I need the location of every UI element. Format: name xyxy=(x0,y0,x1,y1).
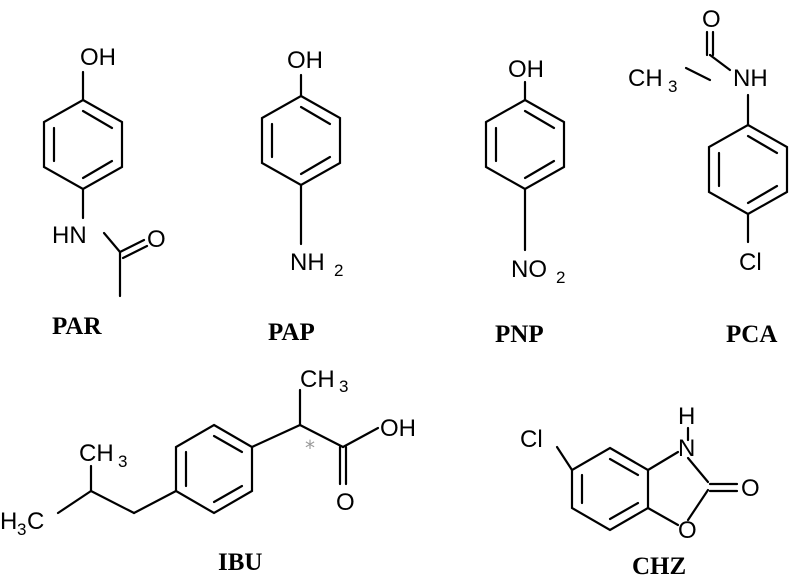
chz-n-label: N xyxy=(678,435,695,462)
pnp-no-label: NO xyxy=(511,256,547,283)
ibu-h3c-c-label: C xyxy=(27,508,44,535)
ibu-sub-left-label: 3 xyxy=(118,452,127,471)
pap-sub-label: 2 xyxy=(334,261,343,280)
molecule-pap: OH NH 2 PAP xyxy=(260,47,343,346)
ibu-o-label: O xyxy=(336,489,355,516)
pnp-oh-label: OH xyxy=(508,56,544,83)
pca-ch-label: CH xyxy=(628,65,663,92)
chz-o-label: O xyxy=(741,475,760,502)
pap-oh-label: OH xyxy=(287,47,323,74)
par-bonds xyxy=(42,70,149,298)
ibu-ch-top-label: CH xyxy=(300,366,335,393)
chz-name: CHZ xyxy=(632,553,686,580)
pnp-name: PNP xyxy=(495,321,544,348)
pca-o-label: O xyxy=(702,6,721,33)
molecule-par: OH HN O PAR xyxy=(42,44,166,340)
pap-bonds xyxy=(260,73,342,246)
chz-bonds xyxy=(555,426,739,532)
pca-cl-label: Cl xyxy=(739,249,762,276)
pca-nh-label: NH xyxy=(733,65,768,92)
chz-o-ring-label: O xyxy=(678,517,697,544)
par-name: PAR xyxy=(52,313,102,340)
pca-bonds xyxy=(684,30,789,244)
molecule-chz: Cl H N O O CHZ xyxy=(520,403,760,580)
molecule-pnp: OH NO 2 PNP xyxy=(484,56,566,348)
pnp-sub-label: 2 xyxy=(556,268,565,287)
pap-nh-label: NH xyxy=(290,249,325,276)
chz-cl-label: Cl xyxy=(520,426,543,453)
pca-sub-label: 3 xyxy=(668,77,677,96)
ibu-bonds xyxy=(56,388,380,515)
molecule-ibu: CH 3 OH O CH 3 H 3 C * IBU xyxy=(0,366,416,576)
par-oh-label: OH xyxy=(80,44,116,71)
ibu-oh-label: OH xyxy=(380,415,416,442)
chz-h-label: H xyxy=(678,403,695,430)
molecule-pca: O CH 3 NH Cl PCA xyxy=(628,6,789,348)
pnp-bonds xyxy=(484,80,566,252)
ibu-sub-top-label: 3 xyxy=(339,377,348,396)
pap-name: PAP xyxy=(268,319,315,346)
par-o-label: O xyxy=(147,226,166,253)
ibu-h3c-h-label: H xyxy=(0,508,17,535)
pca-name: PCA xyxy=(726,321,777,348)
ibu-stereo-marker: * xyxy=(305,436,315,460)
ibu-h3c-sub-label: 3 xyxy=(17,520,26,539)
ibu-ch-left-label: CH xyxy=(79,440,114,467)
par-hn-label: HN xyxy=(52,222,87,249)
ibu-name: IBU xyxy=(218,549,262,576)
